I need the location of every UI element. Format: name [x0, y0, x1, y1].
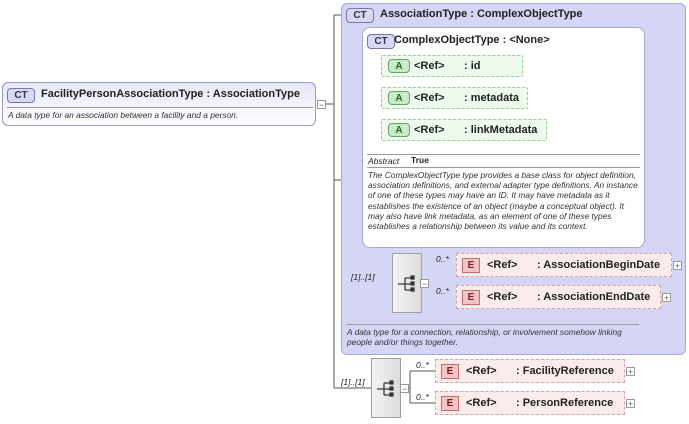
- element-ref: <Ref>: [466, 365, 497, 377]
- root-type-title: FacilityPersonAssociationType : Associat…: [41, 88, 300, 100]
- expand-icon[interactable]: +: [626, 367, 635, 377]
- element-ref: <Ref>: [487, 259, 518, 271]
- element-icon: E: [441, 364, 459, 379]
- element-person-reference[interactable]: E <Ref> : PersonReference: [435, 391, 625, 415]
- element-occurrence: 0..*: [416, 360, 429, 370]
- attribute-icon: A: [388, 91, 410, 105]
- element-occurrence: 0..*: [436, 286, 449, 296]
- abstract-value: True: [411, 155, 429, 165]
- element-name: : PersonReference: [516, 397, 614, 409]
- divider: [367, 167, 640, 168]
- element-association-begin-date[interactable]: E <Ref> : AssociationBeginDate: [456, 253, 672, 277]
- element-facility-reference[interactable]: E <Ref> : FacilityReference: [435, 359, 625, 383]
- attribute-icon: A: [388, 59, 410, 73]
- attribute-name: : linkMetadata: [464, 124, 538, 136]
- attribute-metadata[interactable]: A <Ref> : metadata: [381, 87, 528, 109]
- association-type-documentation: A data type for a connection, relationsh…: [347, 327, 622, 348]
- expand-icon[interactable]: +: [662, 293, 671, 303]
- attribute-ref: <Ref>: [414, 124, 445, 136]
- element-icon: E: [441, 396, 459, 411]
- attribute-link-metadata[interactable]: A <Ref> : linkMetadata: [381, 119, 547, 141]
- element-icon: E: [462, 258, 480, 273]
- root-complex-type[interactable]: CT FacilityPersonAssociationType : Assoc…: [2, 82, 316, 126]
- collapse-icon[interactable]: −: [400, 384, 409, 394]
- attribute-icon: A: [388, 123, 410, 137]
- root-type-documentation: A data type for an association between a…: [8, 110, 239, 120]
- attribute-ref: <Ref>: [414, 92, 445, 104]
- divider: [367, 154, 640, 155]
- element-name: : AssociationBeginDate: [537, 259, 661, 271]
- expand-icon[interactable]: +: [626, 399, 635, 409]
- element-occurrence: 0..*: [436, 254, 449, 264]
- element-icon: E: [462, 290, 480, 305]
- divider: [346, 324, 639, 325]
- element-ref: <Ref>: [466, 397, 497, 409]
- complex-type-icon: CT: [367, 34, 395, 49]
- sequence-occurrence: [1]..[1]: [341, 377, 365, 387]
- element-name: : AssociationEndDate: [537, 291, 651, 303]
- abstract-label: Abstract: [368, 156, 400, 166]
- attribute-name: : id: [464, 60, 481, 72]
- sequence-compositor[interactable]: [371, 358, 401, 418]
- sequence-compositor[interactable]: [392, 253, 422, 313]
- sequence-icon: [377, 380, 394, 397]
- sequence-occurrence: [1]..[1]: [351, 272, 375, 282]
- collapse-icon[interactable]: −: [317, 100, 326, 110]
- complex-type-icon: CT: [346, 8, 374, 23]
- divider: [7, 107, 313, 108]
- attribute-name: : metadata: [464, 92, 520, 104]
- association-type-title: AssociationType : ComplexObjectType: [380, 8, 583, 20]
- attribute-id[interactable]: A <Ref> : id: [381, 55, 523, 77]
- element-association-end-date[interactable]: E <Ref> : AssociationEndDate: [456, 285, 661, 309]
- collapse-icon[interactable]: −: [420, 279, 429, 289]
- element-ref: <Ref>: [487, 291, 518, 303]
- complex-type-icon: CT: [7, 88, 35, 103]
- element-name: : FacilityReference: [516, 365, 614, 377]
- complex-object-type-documentation: The ComplexObjectType type provides a ba…: [368, 170, 638, 232]
- complex-object-type-title: ComplexObjectType : <None>: [394, 34, 550, 46]
- expand-icon[interactable]: +: [673, 261, 682, 271]
- element-occurrence: 0..*: [416, 392, 429, 402]
- attribute-ref: <Ref>: [414, 60, 445, 72]
- sequence-icon: [398, 275, 415, 292]
